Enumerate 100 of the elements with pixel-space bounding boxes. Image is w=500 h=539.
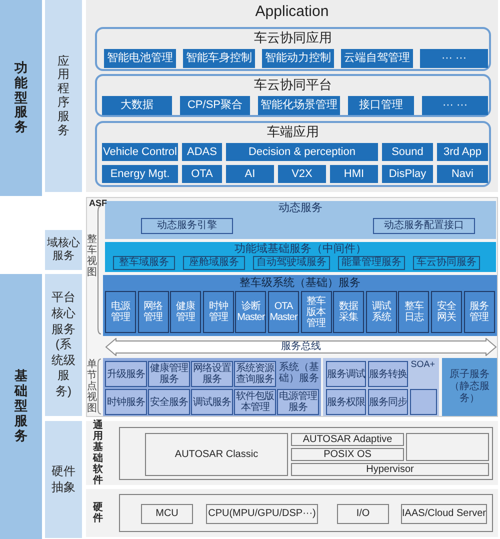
- software-label: MCU: [156, 509, 178, 519]
- service-label: 数据采集: [338, 301, 359, 323]
- service-layer: [105, 242, 496, 272]
- bus-arrow-band: [105, 338, 497, 356]
- software-block: [141, 504, 193, 524]
- empty-box: [410, 389, 437, 415]
- service-label: 原子服务（静态服务）: [448, 369, 490, 405]
- module-label: ADAS: [187, 146, 217, 158]
- module-block: [341, 49, 413, 68]
- service-group: [103, 358, 321, 416]
- service-label: 调试服务: [193, 396, 231, 408]
- module-block: [102, 96, 172, 115]
- empty-box: [406, 433, 489, 461]
- service-block: [442, 358, 497, 416]
- band-label: 硬件抽象: [50, 464, 76, 496]
- panel-title: ASF: [89, 199, 107, 208]
- service-label: 软件包版本管理: [235, 391, 275, 413]
- service-label: 升级服务: [107, 368, 145, 380]
- module-block: [420, 49, 488, 68]
- service-block: [300, 291, 332, 333]
- service-block: [368, 361, 408, 387]
- module-label: 智能电池管理: [107, 53, 173, 64]
- software-label: IAAS/Cloud Server: [402, 509, 486, 519]
- group-title: 系统（基础）服务: [278, 362, 320, 384]
- module-block: [437, 143, 488, 161]
- software-block: [291, 448, 404, 461]
- service-block: [113, 256, 175, 270]
- band-label: 功能型服务: [14, 60, 28, 136]
- software-label: Hypervisor: [366, 464, 414, 474]
- module-label: HMI: [344, 168, 364, 180]
- band-label: 基础型服务: [14, 369, 28, 444]
- service-block: [413, 256, 480, 270]
- group-frame: [95, 27, 491, 71]
- group-frame: [95, 121, 491, 187]
- module-label: Vehicle Control: [103, 146, 177, 158]
- view-label: 单节点视图: [87, 359, 97, 414]
- module-label: 接口管理: [359, 100, 403, 111]
- group-title: 车云协同平台: [254, 77, 332, 92]
- service-label: 健康管理服务: [149, 363, 189, 385]
- service-block: [148, 389, 190, 415]
- service-label: 服务同步: [369, 396, 407, 408]
- panel-title: 通用基础软件: [93, 420, 103, 486]
- service-block: [253, 256, 330, 270]
- software-block: [145, 433, 288, 476]
- group-title: SOA+: [410, 360, 435, 369]
- service-block: [368, 389, 408, 415]
- service-label: 动态服务配置接口: [384, 221, 464, 231]
- software-label: POSIX OS: [324, 450, 372, 460]
- software-label: AUTOSAR Classic: [174, 450, 258, 460]
- service-label: 车云协同服务: [416, 258, 476, 268]
- service-label: 调试系统: [371, 301, 392, 323]
- module-block: [422, 96, 488, 115]
- service-group: [323, 358, 439, 416]
- module-block: [226, 165, 274, 183]
- module-block: [382, 165, 433, 183]
- service-layer: [103, 275, 497, 336]
- category-band: [0, 0, 42, 196]
- layer-panel: [86, 0, 498, 192]
- module-label: Navi: [451, 168, 474, 180]
- module-label: 3rd App: [444, 146, 482, 158]
- service-label: 整车版本管理: [306, 296, 326, 328]
- module-block: [262, 49, 334, 68]
- service-label: 电源管理服务: [278, 391, 318, 413]
- module-label: CP/SP聚合: [187, 100, 242, 111]
- layer-band: [45, 274, 82, 416]
- service-block: [464, 291, 495, 333]
- module-block: [278, 165, 326, 183]
- module-block: [104, 49, 176, 68]
- panel-title: 硬件: [93, 502, 103, 524]
- service-label: 能量管理服务: [342, 258, 402, 268]
- module-label: 智能化场景管理: [260, 100, 338, 111]
- layer-title: 整车级系统（基础）服务: [240, 277, 360, 290]
- empty-box: [119, 427, 493, 480]
- software-label: CPU(MPU/GPU/DSP···): [208, 509, 316, 519]
- module-label: ··· ···: [441, 53, 467, 64]
- empty-box: [119, 494, 493, 532]
- module-label: ··· ···: [442, 100, 468, 111]
- layer-panel: [86, 489, 498, 537]
- layer-band: [45, 0, 82, 192]
- module-block: [330, 165, 378, 183]
- module-label: OTA: [191, 168, 213, 180]
- service-block: [373, 218, 475, 234]
- software-block: [401, 504, 487, 524]
- service-label: 网络设置服务: [192, 363, 232, 385]
- service-layer: [105, 201, 496, 239]
- service-block: [141, 218, 233, 234]
- service-label: 系统资源查询服务: [235, 363, 275, 385]
- module-block: [382, 143, 433, 161]
- layer-band: [45, 230, 82, 270]
- module-label: Sound: [392, 146, 424, 158]
- software-label: I/O: [356, 509, 370, 519]
- service-label: 动态服务引擎: [157, 221, 217, 231]
- group-title: 车云协同应用: [254, 30, 332, 45]
- module-label: DisPlay: [388, 168, 426, 180]
- module-block: [183, 49, 255, 68]
- software-block: [337, 504, 389, 524]
- service-label: 服务管理: [469, 301, 490, 323]
- module-block: [182, 143, 222, 161]
- service-label: 电源管理: [110, 301, 130, 323]
- service-block: [431, 291, 462, 333]
